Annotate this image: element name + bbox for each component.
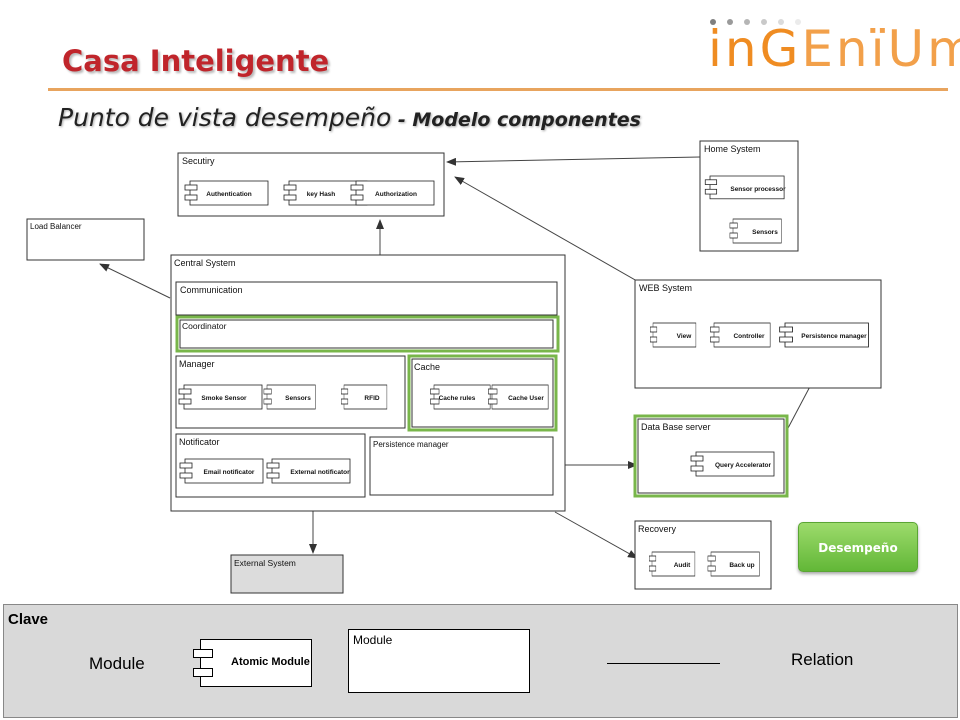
communication-box (175, 281, 558, 316)
manager-sensors-label: Sensors (285, 395, 311, 402)
legend-relation-line (607, 663, 720, 664)
logo-part1: inG (708, 20, 802, 78)
recovery-label: Recovery (638, 524, 677, 534)
central-system-label: Central System (174, 258, 236, 268)
ingenium-logo: inGEnïUm (708, 20, 960, 78)
legend-atomic-module: Atomic Module (193, 639, 312, 687)
persistence-manager-box (369, 436, 554, 496)
coordinator-label: Coordinator (182, 321, 227, 331)
relation-web-to-security (454, 176, 638, 282)
title-underline (48, 88, 948, 91)
atomic-module-tab-top (193, 649, 213, 658)
database-server-label: Data Base server (641, 422, 711, 432)
security-label: Secutiry (182, 156, 215, 166)
cache-rules-label: Cache rules (439, 395, 476, 402)
authentication-label: Authentication (206, 191, 252, 198)
view-label: View (677, 333, 693, 340)
web-system-label: WEB System (639, 283, 692, 293)
relation-central-to-recovery (554, 511, 638, 559)
sensor-processor-label: Sensor processor (730, 186, 786, 193)
legend-module-box-label: Module (353, 633, 393, 647)
subtitle-separator: - (391, 109, 413, 131)
home-system-label: Home System (704, 144, 761, 154)
page-title: Casa Inteligente (62, 44, 330, 78)
atomic-module-label: Atomic Module (231, 656, 310, 668)
key-hash-label: key Hash (307, 191, 336, 198)
email-notificator-label: Email notificator (204, 469, 255, 476)
legend-relation-label: Relation (791, 650, 854, 669)
communication-label: Communication (180, 285, 243, 295)
rfid-label: RFID (364, 395, 379, 402)
load-balancer-box (26, 218, 145, 261)
cache-label: Cache (414, 362, 440, 372)
atomic-module-tab-bottom (193, 668, 213, 677)
logo-part2: EnïUm (801, 20, 960, 78)
page-subtitle: Punto de vista desempeño - Modelo compon… (58, 103, 641, 132)
legend-module-box: Module (348, 629, 530, 693)
legend-title: Clave (8, 611, 49, 628)
authorization-label: Authorization (375, 191, 417, 198)
subtitle-sub: Modelo componentes (412, 109, 641, 131)
logo-dots (710, 12, 812, 30)
cache-user-label: Cache User (508, 395, 544, 402)
desempeno-button[interactable]: Desempeño (798, 522, 918, 572)
external-system-label: External System (234, 558, 296, 568)
backup-label: Back up (729, 562, 754, 569)
home-sensors-label: Sensors (752, 229, 778, 236)
subtitle-main: Punto de vista desempeño (58, 103, 392, 132)
notificator-label: Notificator (179, 437, 220, 447)
controller-label: Controller (733, 333, 765, 340)
relation-home-to-security (446, 156, 701, 166)
component-diagram: Secutiry Authentication key Hash Authori… (26, 140, 882, 594)
persistence-manager-label: Persistence manager (373, 440, 449, 449)
legend-module-label: Module (89, 654, 145, 673)
relation-central-to-loadbalancer (99, 263, 171, 299)
external-notificator-label: External notificator (290, 469, 350, 476)
manager-label: Manager (179, 359, 215, 369)
web-persistence-label: Persistence manager (801, 333, 867, 340)
load-balancer-label: Load Balancer (30, 222, 82, 231)
query-accelerator-label: Query Accelerator (715, 462, 772, 469)
coordinator-box (179, 319, 554, 349)
external-system-box (230, 554, 344, 594)
legend-panel: Clave Module Atomic Module Module Relati… (3, 604, 958, 718)
audit-label: Audit (674, 562, 691, 569)
smoke-sensor-label: Smoke Sensor (201, 395, 247, 402)
